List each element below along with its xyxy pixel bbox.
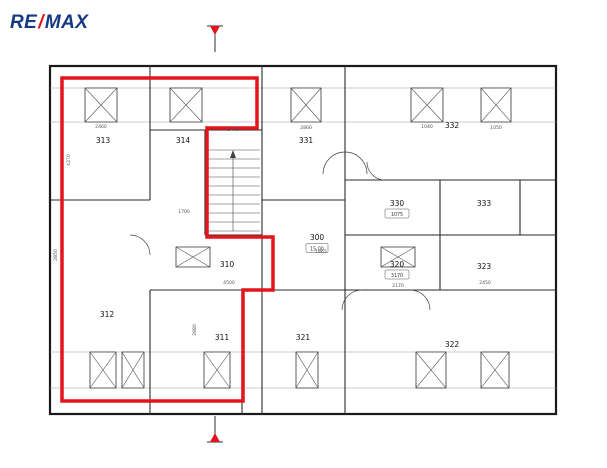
room-label-332: 332 [445,121,460,130]
dim-label: 2880 [192,324,198,336]
section-marker-top [207,25,223,52]
dim-labels: 2460 1470 2860 1040 1050 4270 2850 1700 … [53,124,502,336]
dim-label: 1050 [490,125,502,131]
room-label-300: 300 [310,233,325,242]
section-marker-bottom [207,416,223,443]
area-label-300: 15,00 [310,247,324,253]
section-arrow-bottom [210,433,220,442]
dim-label: 4500 [223,280,235,286]
room-label-323: 323 [477,262,492,271]
room-label-310: 310 [220,260,235,269]
room-label-330: 330 [390,199,405,208]
section-arrow-top [210,26,220,35]
room-label-311: 311 [215,333,230,342]
dim-label: 2170 [392,283,404,289]
room-labels: 313 314 331 332 330 333 300 310 320 323 … [96,121,492,349]
room-label-313: 313 [96,136,111,145]
logo-max: MAX [44,12,89,33]
dim-label: 1865 [315,249,327,255]
room-label-333: 333 [477,199,492,208]
room-label-322: 322 [445,340,460,349]
dim-label: 4270 [66,154,72,166]
logo-re: RE [10,12,38,33]
room-label-312: 312 [100,310,115,319]
area-label-320: 3170 [391,273,403,279]
door-arcs [129,151,431,311]
room-label-320: 320 [390,260,405,269]
room-label-321: 321 [296,333,311,342]
staircase [207,149,260,232]
area-label-330: 1075 [391,212,403,218]
dim-label: 2460 [95,124,107,130]
area-boxes: 15,00 1075 3170 [305,208,410,280]
dim-label: 1040 [421,124,433,130]
roof-windows [84,87,512,389]
dim-label: 2450 [479,280,491,286]
unit-outline [60,76,275,403]
room-label-314: 314 [176,136,191,145]
dim-label: 1470 [227,127,239,133]
dim-label: 2850 [53,249,59,261]
logo-slash: / [38,12,44,33]
stair-direction-arrow [230,150,236,158]
dim-label: 2860 [300,125,312,131]
remax-logo: RE/MAX [10,12,88,34]
room-label-331: 331 [299,136,314,145]
dim-label: 1700 [178,209,190,215]
